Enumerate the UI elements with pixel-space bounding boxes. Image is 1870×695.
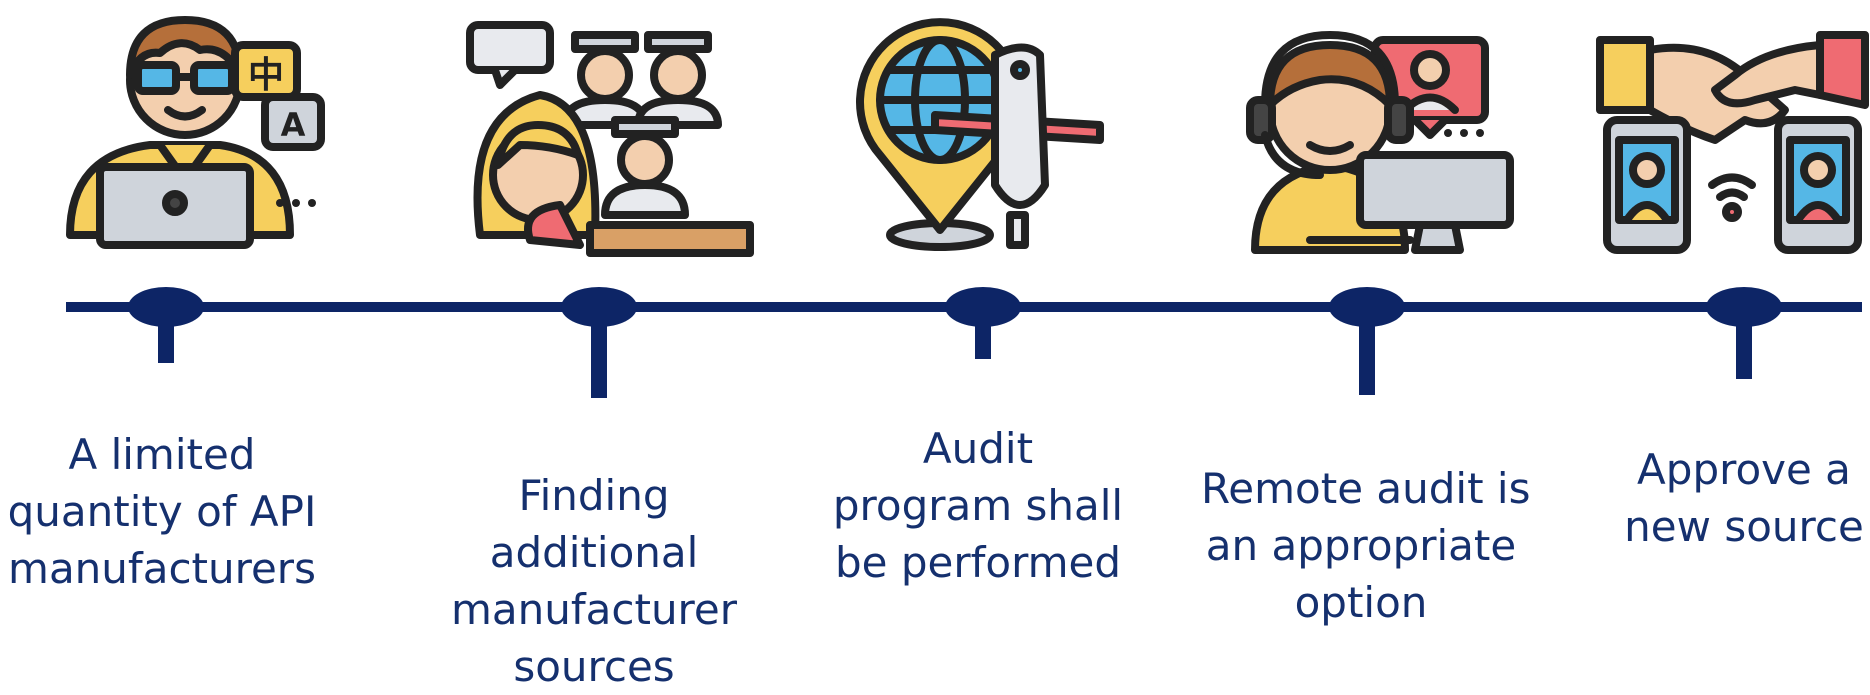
translation-glyph-1: 中 bbox=[248, 55, 284, 96]
translation-glyph-2: A bbox=[281, 106, 306, 144]
translator-laptop-icon: 中 A bbox=[66, 16, 325, 249]
handshake-phones-icon bbox=[1596, 31, 1869, 254]
step-4-label: Remote audit is an appropriate option bbox=[1201, 464, 1531, 627]
remote-support-agent-icon bbox=[1246, 31, 1514, 254]
step-2-label: Finding additional manufacturer sources bbox=[450, 471, 738, 691]
step-3-label: Audit program shall be performed bbox=[832, 424, 1124, 587]
step-5-label: Approve a new source bbox=[1624, 445, 1864, 551]
team-meeting-icon bbox=[466, 21, 754, 257]
travel-globe-airplane-icon bbox=[856, 18, 1104, 251]
step-1-label: A limited quantity of API manufacturers bbox=[7, 430, 317, 593]
